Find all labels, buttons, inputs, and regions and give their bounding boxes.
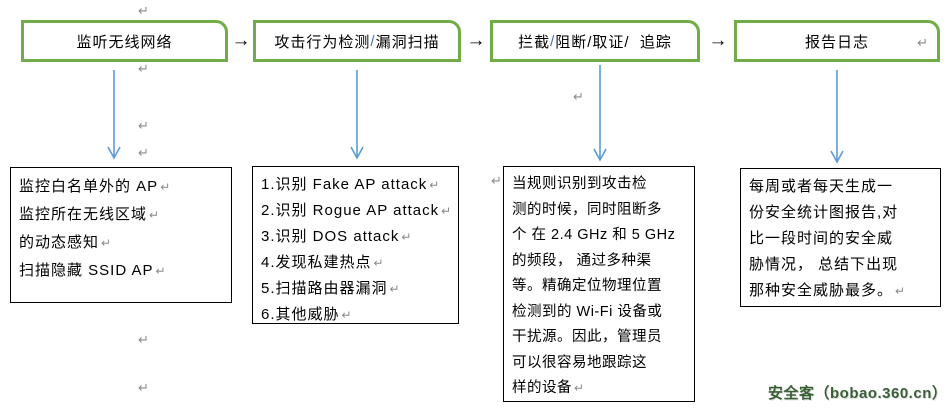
detail-line: 3.识别 DOS attack↵ xyxy=(261,224,450,250)
detail-line: 的动态感知↵ xyxy=(19,229,223,257)
process-box-label: 监听无线网络 xyxy=(76,33,173,51)
down-arrow-icon xyxy=(593,65,607,162)
detail-text: 5.扫描路由器漏洞 xyxy=(261,280,388,297)
paragraph-mark: ↵ xyxy=(574,381,585,395)
down-arrow-icon xyxy=(350,70,364,160)
paragraph-mark: ↵ xyxy=(138,61,149,76)
detail-text: 1.识别 Fake AP attack xyxy=(261,176,428,193)
paragraph-mark: ↵ xyxy=(573,89,584,104)
paragraph-mark: ↵ xyxy=(149,208,160,222)
detail-text: 监控白名单外的 AP xyxy=(19,178,159,195)
detail-line: 监控所在无线区域↵ xyxy=(19,201,223,229)
detail-text: 扫描隐藏 SSID AP xyxy=(19,262,154,279)
right-arrow-icon: → xyxy=(708,30,728,51)
process-box-label: 拦截 xyxy=(518,33,551,51)
detail-text: 监控所在无线区域 xyxy=(19,206,148,223)
detail-line: 扫描隐藏 SSID AP↵ xyxy=(19,257,223,285)
slash-separator: / xyxy=(370,32,376,50)
detail-line: 等。精确定位物理位置 xyxy=(512,278,662,294)
paragraph-mark: ↵ xyxy=(389,282,400,296)
paragraph-mark: ↵ xyxy=(101,236,112,250)
paragraph-mark: ↵ xyxy=(491,173,502,188)
detail-line: 6.其他威胁↵ xyxy=(261,302,450,328)
process-box-intercept-block: 拦截/阻断/取证/ 追踪 xyxy=(490,20,700,62)
detail-line: 那种安全威胁最多。↵ xyxy=(749,278,932,304)
detail-line: 样的设备↵ xyxy=(512,376,686,402)
right-arrow-icon: → xyxy=(466,30,486,51)
paragraph-mark: ↵ xyxy=(138,145,149,160)
paragraph-mark: ↵ xyxy=(429,178,440,192)
process-box-report-log: 报告日志 ↵ xyxy=(734,20,940,62)
watermark-bobao-360: 安全客（bobao.360.cn） xyxy=(768,385,946,402)
detail-text: 那种安全威胁最多。 xyxy=(749,282,894,299)
paragraph-mark: ↵ xyxy=(138,332,149,347)
paragraph-mark: ↵ xyxy=(155,264,166,278)
detail-line: 可以很容易地跟踪这 xyxy=(512,354,647,371)
process-box-attack-detection: 攻击行为检测/漏洞扫描 xyxy=(253,20,461,62)
detail-box-detection-list: 1.识别 Fake AP attack↵ 2.识别 Rogue AP attac… xyxy=(252,166,459,324)
paragraph-mark: ↵ xyxy=(895,284,906,298)
down-arrow-icon xyxy=(107,70,121,160)
detail-box-monitoring: 监控白名单外的 AP↵ 监控所在无线区域↵ 的动态感知↵ 扫描隐藏 SSID A… xyxy=(10,167,232,303)
slash-separator: / xyxy=(550,32,556,50)
paragraph-mark: ↵ xyxy=(373,256,384,270)
detail-line: 5.扫描路由器漏洞↵ xyxy=(261,276,450,302)
detail-line: 个 在 2.4 GHz 和 5 GHz xyxy=(512,227,676,243)
detail-line: 每周或者每天生成一 xyxy=(749,178,894,195)
process-box-label: 报告日志 xyxy=(804,33,869,51)
detail-line: 1.识别 Fake AP attack↵ xyxy=(261,172,450,198)
detail-line: 的频段， 通过多种渠 xyxy=(512,252,652,269)
paragraph-mark: ↵ xyxy=(138,380,149,395)
paragraph-mark: ↵ xyxy=(138,3,149,18)
detail-text: 的动态感知 xyxy=(19,234,100,251)
down-arrow-icon xyxy=(830,70,844,164)
detail-line: 当规则识别到攻击检 xyxy=(512,176,647,192)
detail-line: 比一段时间的安全威 xyxy=(749,230,894,247)
detail-line: 检测到的 Wi-Fi 设备或 xyxy=(512,303,663,320)
detail-line: 测的时候，同时阻断多 xyxy=(512,201,662,218)
paragraph-mark: ↵ xyxy=(138,118,149,133)
detail-text: 2.识别 Rogue AP attack xyxy=(261,202,440,219)
detail-line: 2.识别 Rogue AP attack↵ xyxy=(261,198,452,224)
detail-text: 样的设备 xyxy=(512,380,572,396)
paragraph-mark: ↵ xyxy=(160,180,171,194)
detail-line: 干扰源。因此，管理员 xyxy=(512,329,662,345)
paragraph-mark: ↵ xyxy=(917,35,929,50)
process-box-label: 阻断/取证/ 追踪 xyxy=(555,33,672,51)
detail-text: 6.其他威胁 xyxy=(261,306,340,323)
process-box-label: 攻击行为检测 xyxy=(274,33,371,51)
detail-line: 4.发现私建热点↵ xyxy=(261,250,450,276)
detail-text: 4.发现私建热点 xyxy=(261,254,372,271)
detail-line: 胁情况， 总结下出现 xyxy=(749,256,899,273)
paragraph-mark: ↵ xyxy=(341,308,352,322)
detail-box-blocking-description: 当规则识别到攻击检 测的时候，同时阻断多 个 在 2.4 GHz 和 5 GHz… xyxy=(503,166,695,402)
process-box-monitor-wireless: 监听无线网络 xyxy=(21,20,228,62)
detail-line: 份安全统计图报告,对 xyxy=(749,204,899,221)
detail-text: 3.识别 DOS attack xyxy=(261,228,400,245)
process-box-label: 漏洞扫描 xyxy=(375,33,440,51)
detail-box-report-description: 每周或者每天生成一 份安全统计图报告,对 比一段时间的安全威 胁情况， 总结下出… xyxy=(740,168,941,307)
right-arrow-icon: → xyxy=(231,30,251,51)
detail-line: 监控白名单外的 AP↵ xyxy=(19,173,223,201)
paragraph-mark: ↵ xyxy=(441,204,452,218)
paragraph-mark: ↵ xyxy=(401,230,412,244)
